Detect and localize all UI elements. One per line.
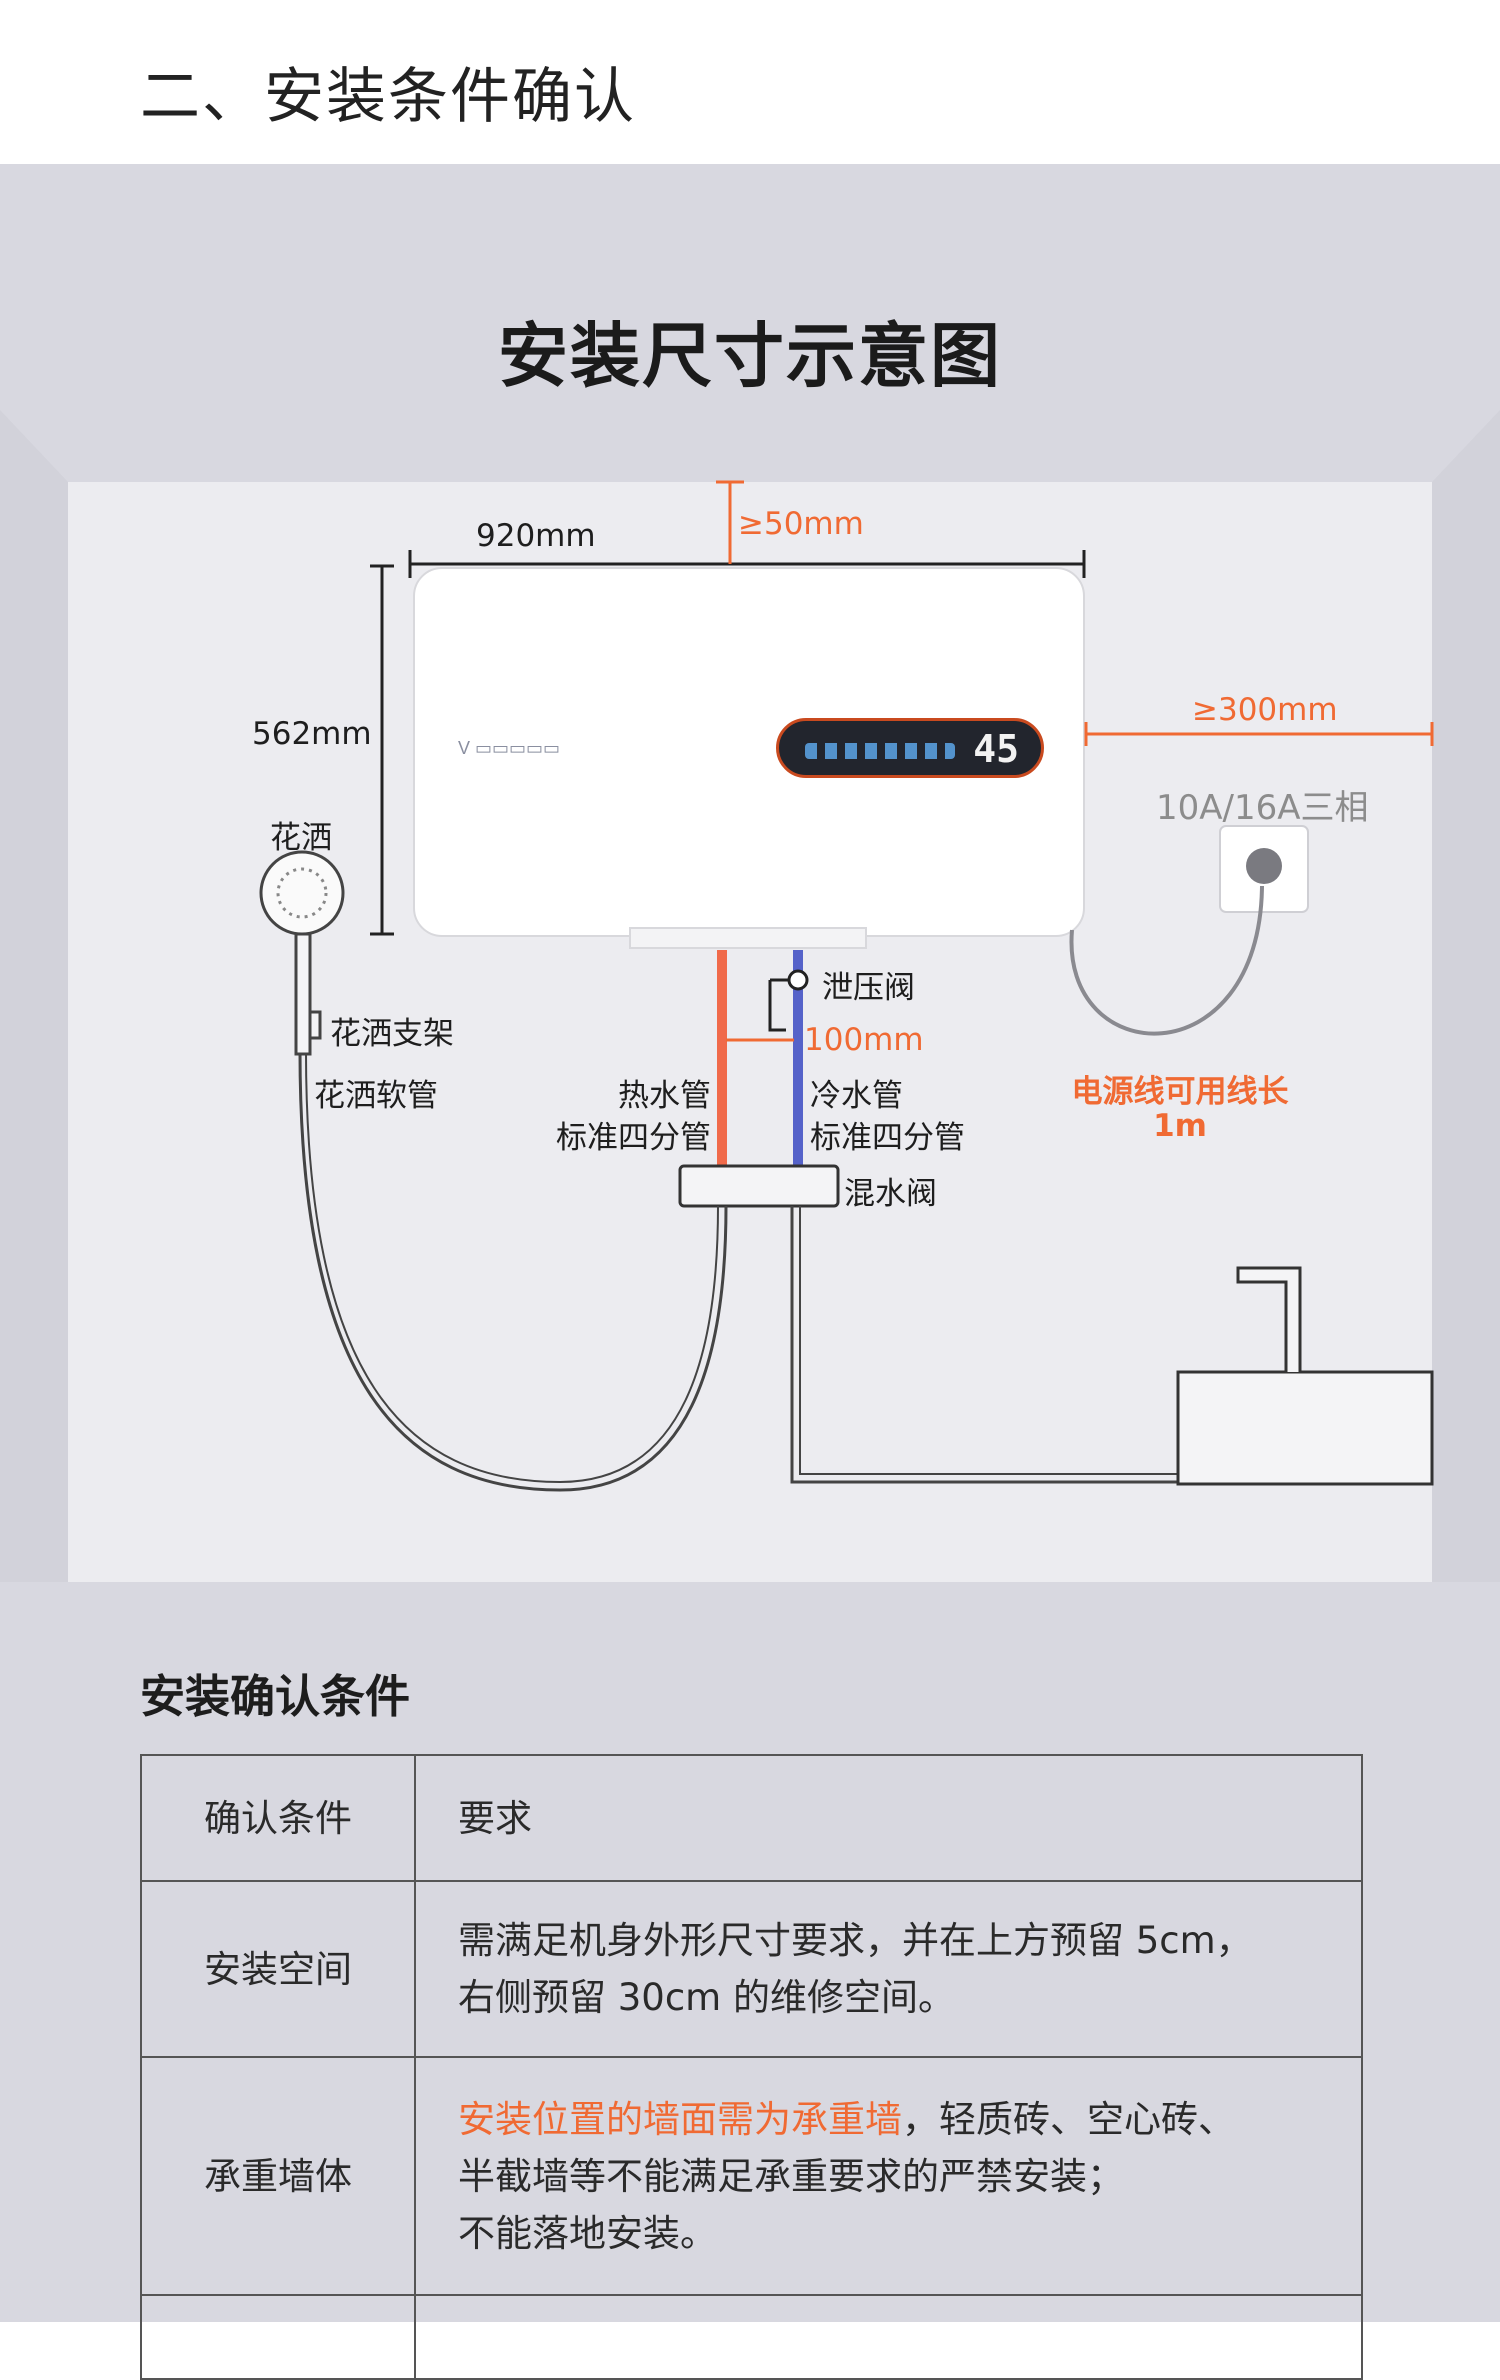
row-requirement: 安装位置的墙面需为承重墙，轻质砖、空心砖、 半截墙等不能满足承重要求的严禁安装；… [414,2056,1363,2296]
sink [1176,1370,1434,1486]
right-clearance-label: ≥300mm [1192,692,1338,728]
shower-bracket-label: 花洒支架 [330,1016,454,1052]
diagram-title: 安装尺寸示意图 [498,315,1002,397]
top-clearance-label: ≥50mm [738,506,864,542]
relief-valve-icon [787,969,809,991]
display-temperature: 45 [973,727,1019,771]
pipe-gap-label: 100mm [804,1022,924,1058]
section-title: 二、安装条件确认 [140,62,636,132]
display-indicators [805,743,955,759]
relief-valve-label: 泄压阀 [822,970,915,1006]
table-row [140,2294,1363,2380]
heater-bottom-bracket [629,927,867,949]
hot-pipe-spec-label: 标准四分管 [556,1120,711,1156]
shower-hose-label: 花洒软管 [314,1078,438,1114]
header-condition: 确认条件 [140,1754,416,1882]
requirement-text: ，轻质砖、空心砖、 [902,2097,1235,2141]
cold-pipe-spec-label: 标准四分管 [810,1120,965,1156]
shower-head-icon [259,850,345,936]
mixing-valve-label: 混水阀 [844,1176,937,1212]
requirement-line: 右侧预留 30cm 的维修空间。 [458,1976,955,2019]
table-row: 安装空间 需满足机身外形尺寸要求，并在上方预留 5cm， 右侧预留 30cm 的… [140,1880,1363,2058]
left-wall [0,410,68,1582]
right-wall [1432,410,1500,1582]
height-label: 562mm [252,716,372,752]
socket-label: 10A/16A三相 [1156,788,1369,828]
requirement-line: 半截墙等不能满足承重要求的严禁安装； [458,2154,1124,2198]
header-requirement: 要求 [414,1754,1363,1882]
row-label: 安装空间 [140,1880,416,2058]
row-requirement [414,2294,1363,2380]
requirement-line: 不能落地安装。 [458,2211,717,2255]
mixing-valve [678,1164,840,1208]
width-label: 920mm [476,518,596,554]
row-label [140,2294,416,2380]
row-label: 承重墙体 [140,2056,416,2296]
heater-display-panel: 45 [776,718,1044,778]
cable-length-label: 电源线可用线长 [1071,1074,1289,1110]
installation-diagram: V ▭▭▭▭▭ [0,410,1500,1582]
table-header-row: 确认条件 要求 [140,1754,1363,1882]
shower-bracket-icon [308,1010,322,1040]
shower-hose [298,1051,728,1492]
requirement-line: 安装位置的墙面需为承重墙，轻质砖、空心砖、 [458,2091,1319,2148]
back-wall [68,482,1432,1582]
cold-pipe-label: 冷水管 [810,1078,903,1114]
page: 二、安装条件确认 V ▭▭▭▭▭ [0,62,1500,2380]
table-row: 承重墙体 安装位置的墙面需为承重墙，轻质砖、空心砖、 半截墙等不能满足承重要求的… [140,2056,1363,2296]
brand-logo-icon: V ▭▭▭▭▭ [458,738,560,758]
row-requirement: 需满足机身外形尺寸要求，并在上方预留 5cm， 右侧预留 30cm 的维修空间。 [414,1880,1363,2058]
shower-label: 花洒 [270,820,332,856]
requirement-highlight: 安装位置的墙面需为承重墙 [458,2097,902,2141]
cable-length-value: 1m [1153,1108,1207,1144]
power-cable [1069,885,1264,1036]
conditions-table: 确认条件 要求 安装空间 需满足机身外形尺寸要求，并在上方预留 5cm， 右侧预… [140,1754,1363,2380]
sink-pipe [790,1206,1180,1484]
faucet-icon [1236,1266,1302,1372]
hot-pipe-label: 热水管 [618,1078,711,1114]
conditions-title: 安装确认条件 [140,1670,411,1723]
requirement-line: 需满足机身外形尺寸要求，并在上方预留 5cm， [458,1919,1253,1962]
